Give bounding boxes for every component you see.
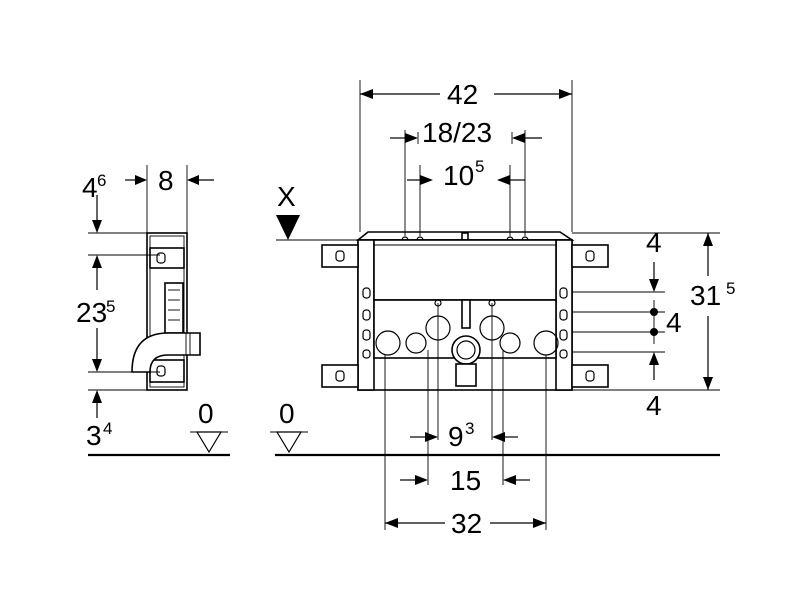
dim-overall-width: 42: [447, 79, 478, 110]
svg-text:3: 3: [465, 419, 474, 438]
bracket-bottom-left: [321, 364, 359, 388]
svg-text:5: 5: [475, 157, 484, 176]
side-view: 0 4 6 8: [76, 165, 230, 457]
side-floor-triangle: [195, 431, 223, 454]
dim-bottom-width: 32: [451, 508, 482, 539]
bracket-bottom-right: [571, 364, 609, 388]
front-floor-label: 0: [279, 398, 295, 429]
side-dim-top-left: 4: [82, 172, 98, 203]
side-dim-height: 23: [76, 297, 107, 328]
dim-inner-spacing: 10: [443, 160, 474, 191]
svg-text:6: 6: [97, 171, 106, 190]
dim-right-upper: 4: [646, 227, 662, 258]
reference-triangle: [276, 215, 300, 240]
front-floor-triangle: [275, 431, 303, 454]
left-post: [357, 239, 375, 391]
reference-mark-x: X: [277, 181, 296, 212]
front-view: 0 X: [270, 79, 735, 539]
svg-text:4: 4: [103, 419, 112, 438]
svg-text:5: 5: [106, 297, 115, 316]
bracket-top-right: [571, 244, 609, 268]
dim-upper-spacing: 18/23: [422, 117, 492, 148]
side-dim-bottom: 3: [86, 420, 102, 451]
side-floor-label: 0: [198, 398, 214, 429]
dim-right-middle: 4: [666, 307, 682, 338]
dim-center-mid: 15: [450, 465, 481, 496]
bracket-top-left: [321, 244, 359, 268]
side-dim-top-width: 8: [158, 165, 174, 196]
dim-total-height: 31: [690, 280, 721, 311]
dim-center-small: 9: [448, 421, 464, 452]
dim-right-lower: 4: [646, 390, 662, 421]
drain-pipe: [451, 335, 481, 387]
right-post: [555, 239, 573, 391]
svg-text:5: 5: [726, 279, 735, 298]
